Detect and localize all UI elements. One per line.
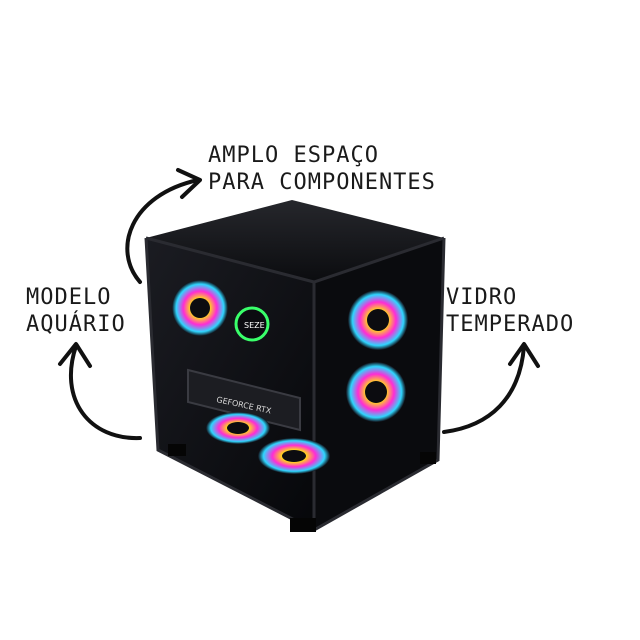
label-amplo-line-2: PARA COMPONENTES <box>208 170 436 195</box>
label-modelo-line-1: MODELO <box>26 285 112 310</box>
fan-icon <box>348 290 408 350</box>
label-amplo-espaco: AMPLO ESPAÇO PARA COMPONENTES <box>208 142 436 196</box>
pc-case: GEFORCE RTX SEZE <box>144 200 446 532</box>
fan-icon <box>346 362 406 422</box>
fan-icon: SEZE <box>234 306 270 342</box>
label-modelo-line-2: AQUÁRIO <box>26 312 126 337</box>
label-amplo-line-1: AMPLO ESPAÇO <box>208 143 379 168</box>
fan-icon <box>258 438 330 474</box>
arrow-icon <box>125 168 202 284</box>
pump-label: SEZE <box>244 321 265 330</box>
label-vidro-line-2: TEMPERADO <box>446 312 575 337</box>
fan-icon <box>206 412 270 444</box>
fan-icon <box>172 280 228 336</box>
arrow-icon <box>58 342 142 441</box>
label-modelo-aquario: MODELO AQUÁRIO <box>26 284 126 338</box>
label-vidro-line-1: VIDRO <box>446 285 518 310</box>
label-vidro-temperado: VIDRO TEMPERADO <box>446 284 574 338</box>
arrow-icon <box>442 342 540 434</box>
